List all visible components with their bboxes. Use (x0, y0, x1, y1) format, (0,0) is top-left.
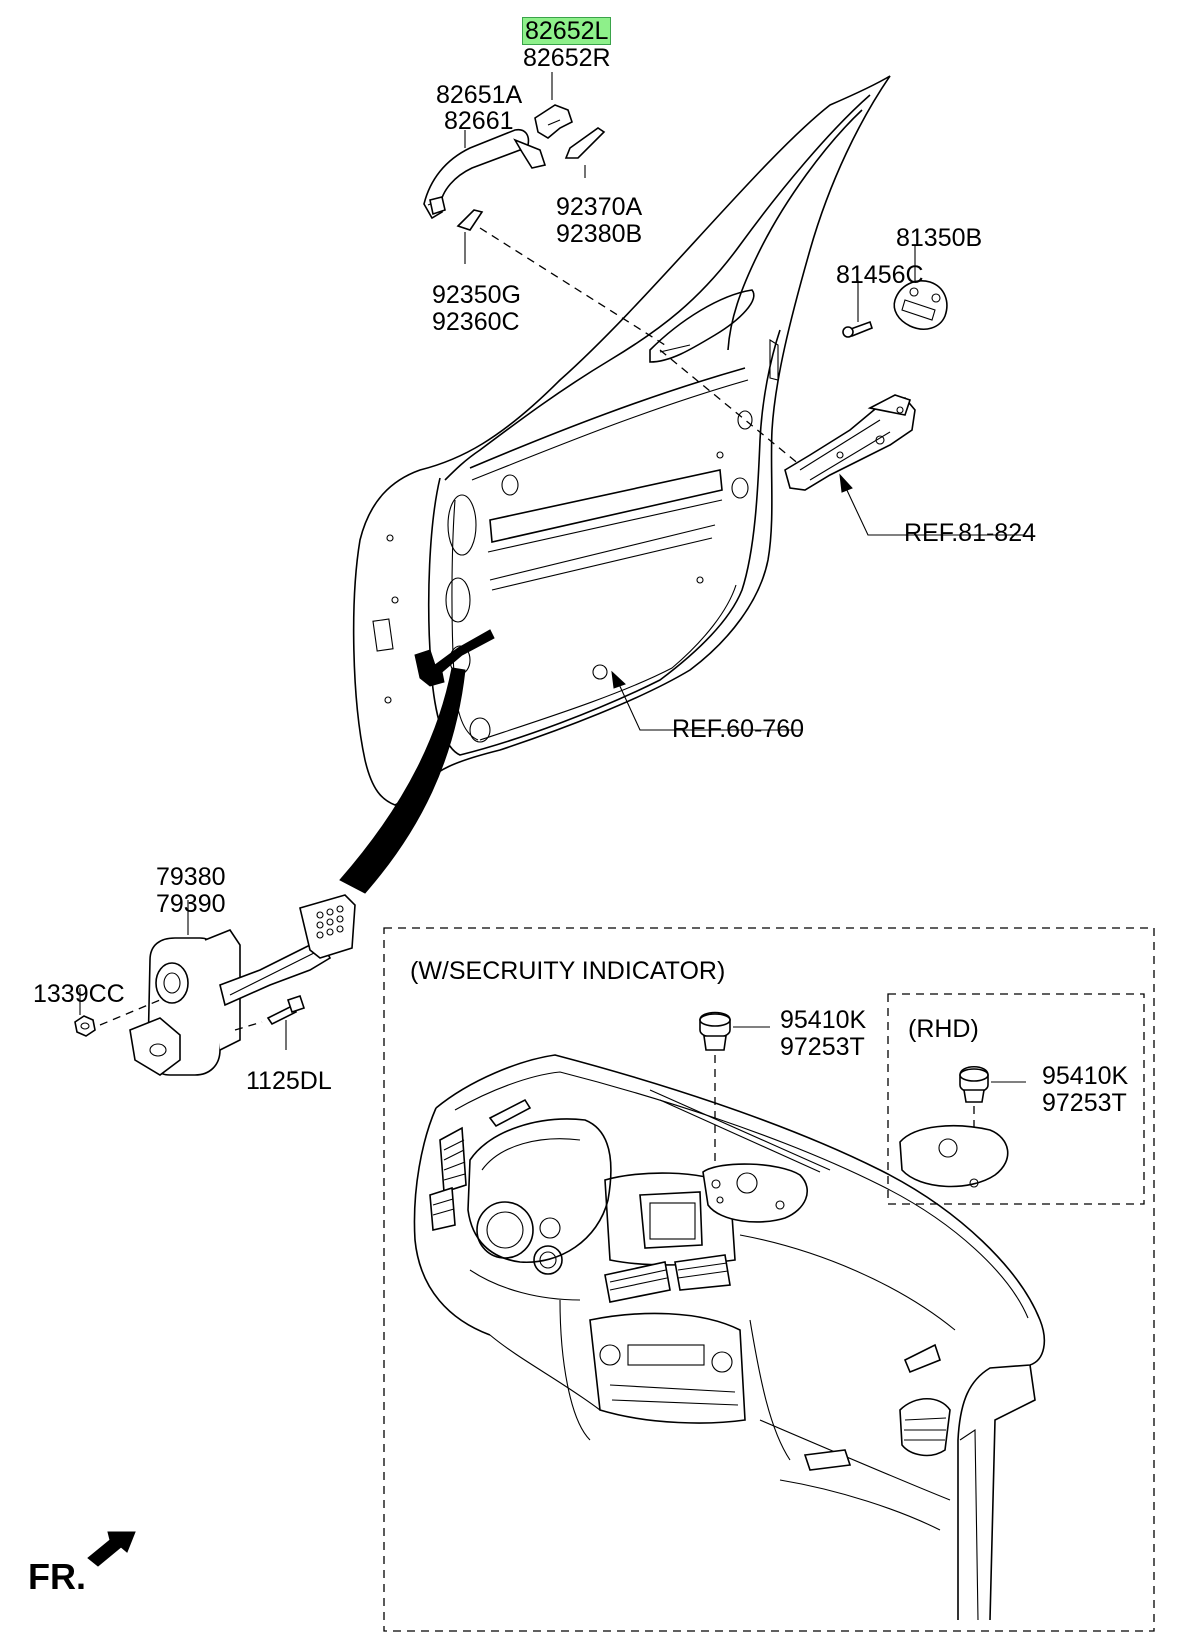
part-label-92360C[interactable]: 92360C (432, 308, 520, 336)
part-label-1339CC[interactable]: 1339CC (33, 980, 125, 1008)
part-label-79380[interactable]: 79380 (156, 863, 226, 891)
front-direction-label: FR. (28, 1556, 86, 1597)
security-indicator-lamp-rhd (959, 1065, 989, 1103)
security-indicator-lamp (699, 1011, 731, 1051)
part-label-92380B[interactable]: 92380B (556, 220, 643, 248)
part-label-92370A[interactable]: 92370A (556, 193, 643, 221)
front-door-panel (352, 75, 891, 806)
door-checker (129, 894, 356, 1076)
handle-cover (534, 104, 573, 139)
outside-handle (423, 128, 547, 220)
ref-label-60-760[interactable]: REF.60-760 (672, 715, 805, 743)
striker (893, 280, 948, 330)
gasket-92370A (564, 127, 606, 159)
part-label-81350B[interactable]: 81350B (896, 224, 983, 252)
part-label-81456C[interactable]: 81456C (836, 261, 924, 289)
front-arrow-icon (87, 1531, 136, 1567)
part-label-92350G[interactable]: 92350G (432, 281, 521, 309)
nut-1339CC (74, 1015, 96, 1037)
security-indicator-section (383, 927, 1155, 1632)
door-latch-assembly (784, 394, 916, 491)
door-checker-link-band (339, 667, 466, 894)
ref-60-760-pointer (611, 670, 803, 731)
part-label-79390[interactable]: 79390 (156, 890, 226, 918)
part-label-95410K-rhd[interactable]: 95410K (1042, 1062, 1129, 1090)
part-label-97253T-rhd[interactable]: 97253T (1042, 1089, 1127, 1117)
rhd-section (887, 993, 1145, 1205)
instrument-panel (413, 1054, 1046, 1621)
rhd-section-title: (RHD) (908, 1015, 979, 1043)
part-label-95410K[interactable]: 95410K (780, 1006, 867, 1034)
part-label-82651A[interactable]: 82651A (436, 81, 523, 109)
part-label-82652L[interactable]: 82652L (522, 17, 612, 45)
part-label-97253T[interactable]: 97253T (780, 1033, 865, 1061)
ref-81-824-pointer (839, 473, 1025, 536)
ref-label-81-824[interactable]: REF.81-824 (904, 519, 1037, 547)
bolt-1125DL (266, 1004, 298, 1026)
gasket-92350G (456, 209, 484, 231)
part-label-1125DL[interactable]: 1125DL (246, 1067, 332, 1095)
part-label-82661[interactable]: 82661 (444, 107, 514, 135)
security-section-title: (W/SECRUITY INDICATOR) (410, 957, 726, 985)
part-label-82652R[interactable]: 82652R (523, 44, 611, 72)
